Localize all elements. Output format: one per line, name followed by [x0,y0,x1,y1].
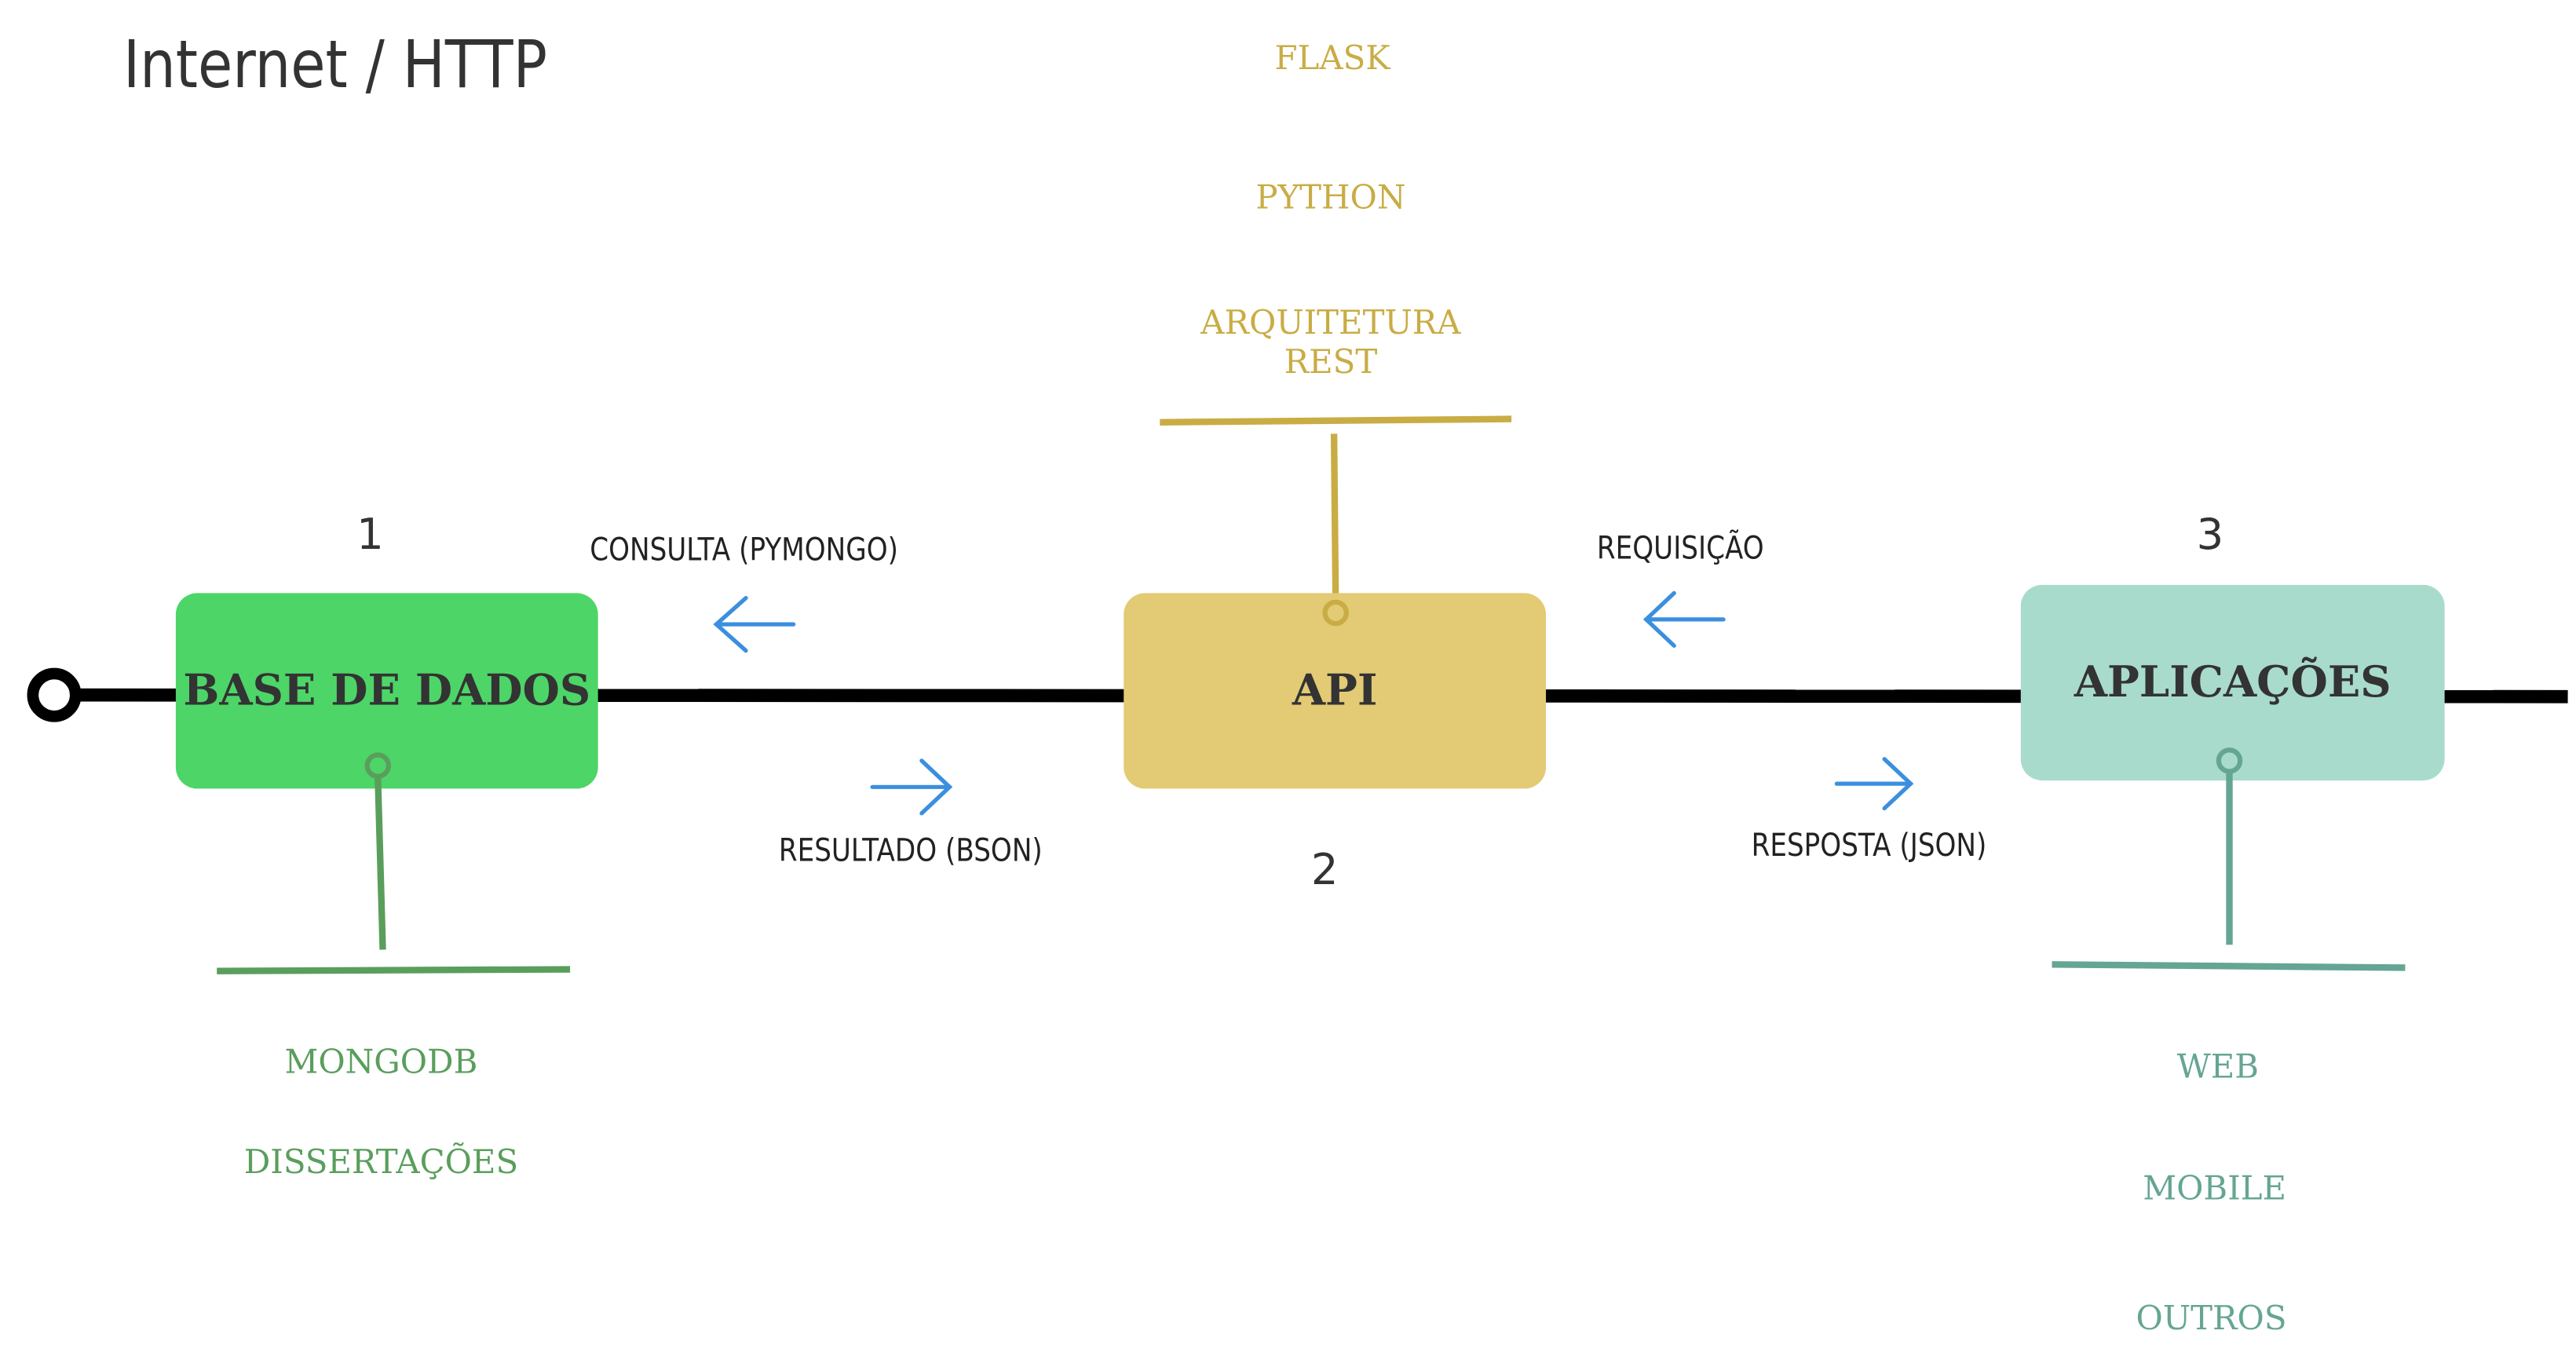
database-stem-knob [364,752,392,779]
request-label: REQUISIÇÃO [1596,530,1764,567]
page-title: Internet / HTTP [122,27,547,104]
apps-box: APLICAÇÕES [2020,584,2445,780]
response-arrow-icon [1834,757,1914,811]
timeline-start-marker [27,667,82,722]
apps-detail-mobile: MOBILE [2143,1168,2287,1208]
apps-detail-bar [2052,961,2406,971]
apps-stem-knob [2216,747,2243,774]
database-detail-dissertations: DISSERTAÇÕES [243,1142,519,1182]
api-detail-flask: FLASK [1274,38,1390,78]
apps-label: APLICAÇÕES [2074,658,2391,707]
api-label: API [1292,666,1378,716]
api-stem-knob [1322,599,1349,627]
api-detail-bar [1160,415,1512,426]
query-arrow-icon [713,596,796,653]
database-detail-mongodb: MONGODB [284,1041,478,1081]
result-label: RESULTADO (BSON) [778,832,1043,869]
apps-number: 3 [2196,510,2224,561]
api-detail-python: PYTHON [1255,177,1406,217]
database-detail-bar [217,966,571,974]
database-number: 1 [356,510,384,561]
api-number: 2 [1310,846,1339,896]
response-label: RESPOSTA (JSON) [1751,828,1987,864]
database-detail-stem [375,777,386,950]
query-label: CONSULTA (PYMONGO) [590,532,898,569]
database-box: BASE DE DADOS [175,593,598,789]
api-detail-stem [1330,433,1339,601]
apps-detail-web: WEB [2176,1046,2260,1087]
apps-detail-others: OUTROS [2136,1298,2287,1338]
database-label: BASE DE DADOS [183,666,591,716]
api-detail-architecture: ARQUITETURA REST [1200,302,1461,382]
result-arrow-icon [870,758,953,816]
request-arrow-icon [1642,590,1726,648]
